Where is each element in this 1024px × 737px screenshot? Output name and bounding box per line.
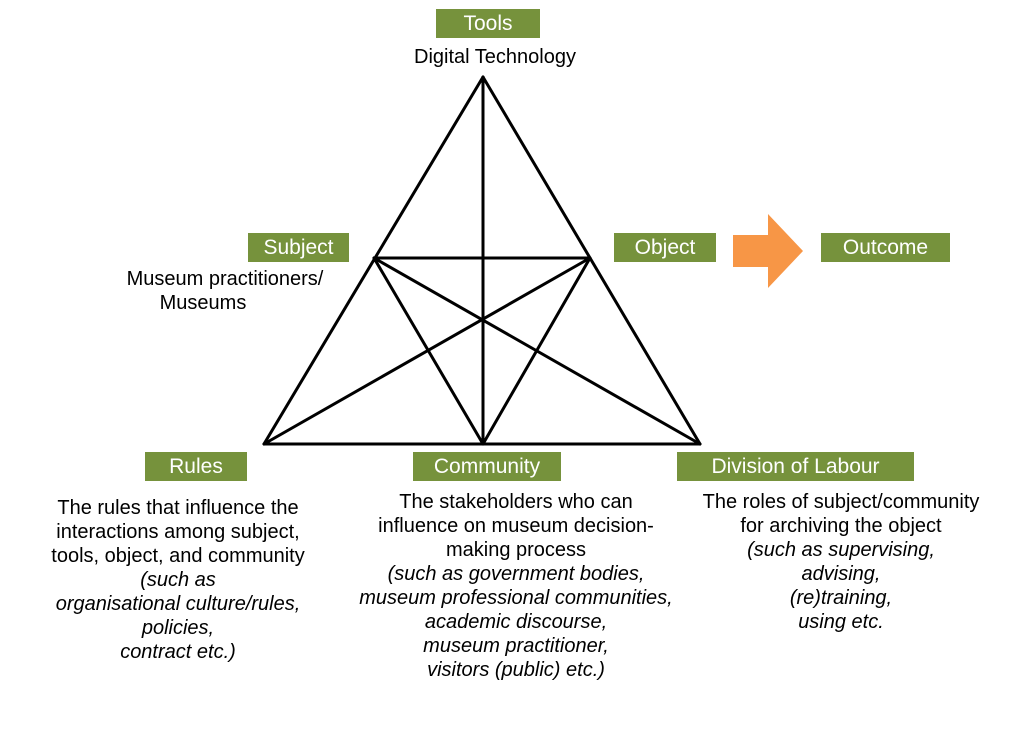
rules-desc-line-1: The rules that influence the: [57, 497, 299, 519]
tools-desc-line: Digital Technology: [414, 46, 576, 68]
line-object-rules: [262, 256, 592, 446]
rules-desc-line-3: tools, object, and community: [51, 545, 305, 567]
tools-label-box: Tools: [436, 9, 540, 38]
rules-example-line-2: organisational culture/rules,: [55, 593, 301, 615]
division-of-labour-label: Division of Labour: [711, 455, 880, 478]
subject-label: Subject: [263, 236, 334, 259]
division-example-line-3: (re)training,: [789, 587, 893, 609]
line-tools-rules: [262, 75, 485, 446]
rules-example-line-1: (such as: [140, 569, 216, 591]
community-desc-line-1: The stakeholders who can: [399, 491, 633, 513]
community-desc-line-3: making process: [445, 539, 587, 561]
rules-example-line-4: contract etc.): [120, 641, 236, 663]
community-example-line-1: (such as government bodies,: [387, 563, 645, 585]
division-desc-line-2: for archiving the object: [740, 515, 942, 537]
object-label-box: Object: [614, 233, 716, 262]
subject-desc-line-1: Museum practitioners/: [126, 268, 324, 290]
division-example-line-1: (such as supervising,: [747, 539, 935, 561]
rules-description: The rules that influence the interaction…: [18, 496, 338, 664]
community-description: The stakeholders who can influence on mu…: [330, 490, 702, 682]
subject-desc-line-2: Museums: [159, 292, 247, 314]
object-label: Object: [634, 236, 696, 259]
community-example-line-5: visitors (public) etc.): [427, 659, 605, 681]
division-of-labour-description: The roles of subject/community for archi…: [670, 490, 1012, 634]
rules-example-line-3: policies,: [141, 617, 215, 639]
tools-description: Digital Technology: [380, 45, 610, 69]
outcome-label-box: Outcome: [821, 233, 950, 262]
arrow-to-outcome-icon: [733, 214, 803, 288]
community-example-line-3: academic discourse,: [424, 611, 608, 633]
rules-label: Rules: [169, 455, 223, 478]
community-label-box: Community: [413, 452, 561, 481]
community-example-line-4: museum practitioner,: [423, 635, 609, 657]
rules-desc-line-2: interactions among subject,: [56, 521, 300, 543]
line-tools-division: [481, 75, 702, 446]
line-subject-division: [372, 256, 702, 446]
subject-description: Museum practitioners/ Museums: [95, 267, 355, 315]
rules-label-box: Rules: [145, 452, 247, 481]
division-example-line-4: using etc.: [798, 611, 884, 633]
subject-label-box: Subject: [248, 233, 349, 262]
community-desc-line-2: influence on museum decision-: [378, 515, 654, 537]
outcome-label: Outcome: [842, 236, 929, 259]
division-example-line-2: advising,: [801, 563, 881, 585]
community-label: Community: [433, 455, 541, 478]
division-of-labour-label-box: Division of Labour: [677, 452, 914, 481]
community-example-line-2: museum professional communities,: [359, 587, 673, 609]
division-desc-line-1: The roles of subject/community: [702, 491, 980, 513]
tools-label: Tools: [463, 12, 513, 35]
